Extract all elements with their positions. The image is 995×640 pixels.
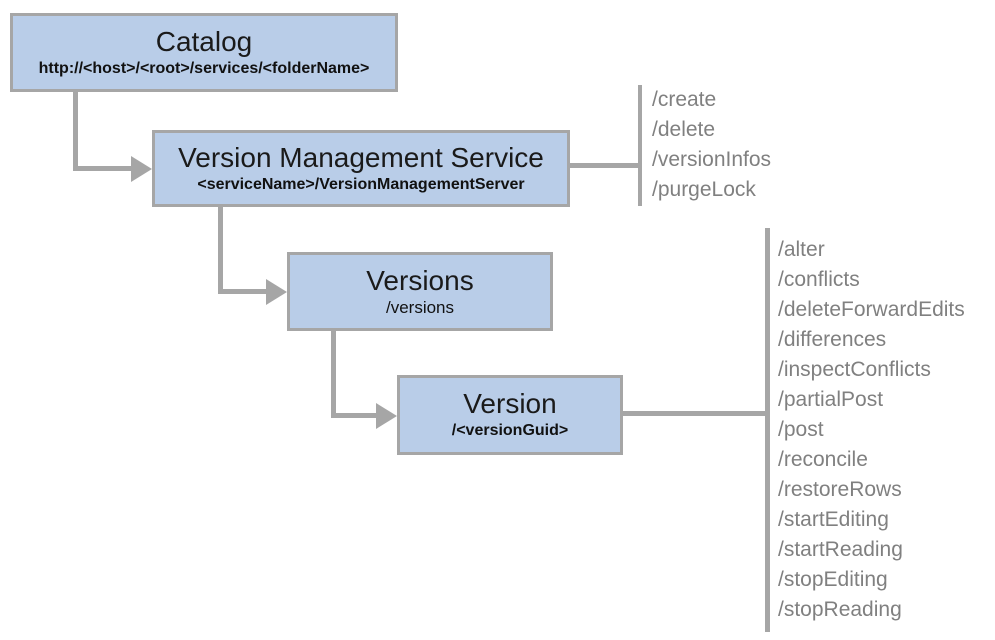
operation-label: /create xyxy=(652,88,717,111)
operation-label: /stopReading xyxy=(778,598,902,621)
operation-label: /deleteForwardEdits xyxy=(778,298,965,321)
connector-versions-version-vertical xyxy=(331,329,336,417)
operation-label: /inspectConflicts xyxy=(778,358,931,381)
node-versions: Versions /versions xyxy=(287,252,553,331)
arrowhead-icon xyxy=(376,403,397,429)
operation-label: /partialPost xyxy=(778,388,884,411)
operation-label: /post xyxy=(778,418,824,441)
operation-label: /purgeLock xyxy=(652,178,756,201)
operations-list-vms: /create/delete/versionInfos/purgeLock xyxy=(652,85,771,205)
node-vms-url: <serviceName>/VersionManagementServer xyxy=(197,175,525,193)
arrowhead-icon xyxy=(266,279,287,305)
operation-label: /delete xyxy=(652,118,716,141)
operation-label: /reconcile xyxy=(778,448,868,471)
arrowhead-icon xyxy=(131,156,152,182)
node-versions-title: Versions xyxy=(366,264,474,296)
operations-bracket-vms xyxy=(638,85,642,206)
node-versions-url: /versions xyxy=(385,297,455,317)
connector-version-operations xyxy=(623,411,766,416)
connector-catalog-vms-horizontal xyxy=(73,166,133,171)
operation-label: /startEditing xyxy=(778,508,889,531)
connector-catalog-vms-vertical xyxy=(73,92,78,171)
connector-vms-versions-vertical xyxy=(218,205,223,294)
operation-label: /restoreRows xyxy=(778,478,902,501)
node-version: Version /<versionGuid> xyxy=(397,375,623,455)
operation-label: /conflicts xyxy=(778,268,860,291)
node-version-url: /<versionGuid> xyxy=(451,422,569,439)
connector-vms-operations xyxy=(570,163,640,168)
operation-label: /startReading xyxy=(778,538,903,561)
node-catalog-url: http://<host>/<root>/services/<folderNam… xyxy=(38,59,370,77)
node-vms-title: Version Management Service xyxy=(178,141,544,173)
operation-label: /stopEditing xyxy=(778,568,888,591)
node-catalog-title: Catalog xyxy=(155,25,253,57)
node-catalog: Catalog http://<host>/<root>/services/<f… xyxy=(10,13,398,92)
operations-list-version: /alter/conflicts/deleteForwardEdits/diff… xyxy=(778,235,965,625)
operations-bracket-version xyxy=(765,228,770,632)
operation-label: /versionInfos xyxy=(652,148,772,171)
node-version-title: Version xyxy=(463,388,557,419)
node-version-management-service: Version Management Service <serviceName>… xyxy=(152,130,570,207)
connector-vms-versions-horizontal xyxy=(218,289,268,294)
operation-label: /alter xyxy=(778,238,825,261)
operation-label: /differences xyxy=(778,328,887,351)
connector-versions-version-horizontal xyxy=(331,413,378,418)
